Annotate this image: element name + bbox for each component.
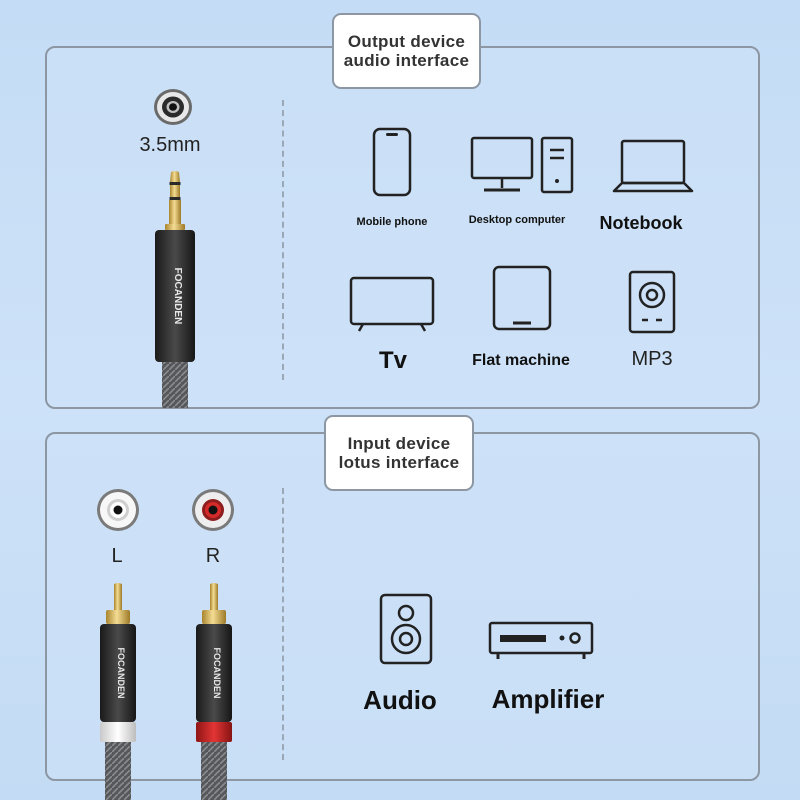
mp3-player-icon	[628, 270, 676, 334]
output-title-line1: Output device	[347, 32, 466, 51]
jack-size-label: 3.5mm	[139, 134, 201, 156]
aux-plug-brand-text: FOCANDEN	[172, 268, 183, 325]
device-label-flat-machine: Flat machine	[472, 352, 570, 369]
output-section-title: Output device audio interface	[332, 13, 481, 89]
desktop-computer-icon	[470, 136, 574, 194]
device-label-tv: Tv	[378, 347, 407, 374]
device-label-amplifier: Amplifier	[491, 684, 605, 714]
device-label-audio: Audio	[363, 685, 437, 715]
aux-plug-3-5mm: FOCANDEN	[145, 171, 205, 408]
device-label-mp3: MP3	[631, 348, 673, 370]
speaker-icon	[379, 593, 433, 665]
input-title-line1: Input device	[347, 434, 451, 453]
rca-right-plug: FOCANDEN	[190, 583, 238, 800]
input-title-line2: lotus interface	[338, 453, 460, 472]
amplifier-icon	[488, 621, 594, 661]
output-title-line2: audio interface	[343, 51, 470, 70]
device-label-notebook: Notebook	[599, 213, 683, 233]
tablet-icon	[492, 265, 552, 331]
device-label-desktop-computer: Desktop computer	[468, 214, 566, 226]
input-panel-divider	[282, 488, 284, 760]
rca-right-brand-text: FOCANDEN	[212, 648, 222, 699]
rca-right-socket-icon	[191, 488, 235, 532]
rca-right-label: R	[205, 545, 221, 567]
device-label-mobile-phone: Mobile phone	[356, 216, 428, 228]
rca-left-label: L	[111, 545, 123, 567]
rca-left-brand-text: FOCANDEN	[116, 648, 126, 699]
output-panel-divider	[282, 100, 284, 380]
tv-icon	[349, 276, 435, 332]
rca-left-socket-icon	[96, 488, 140, 532]
notebook-icon	[612, 139, 694, 195]
rca-left-plug: FOCANDEN	[94, 583, 142, 800]
input-section-title: Input device lotus interface	[324, 415, 474, 491]
jack-socket-icon	[153, 88, 193, 126]
mobile-phone-icon	[372, 127, 412, 197]
